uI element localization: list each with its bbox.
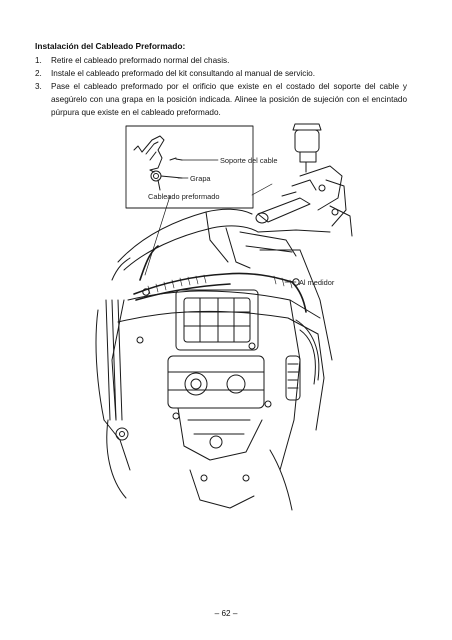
cable-support-detail: [133, 135, 183, 191]
front-wheel: [106, 419, 129, 499]
wiring-harness: [133, 245, 307, 313]
step-text: Retire el cableado preformado normal del…: [51, 56, 230, 65]
clamp-marker: [292, 278, 300, 286]
tank-fairing: [111, 208, 331, 281]
step-1: 1. Retire el cableado preformado normal …: [35, 54, 407, 67]
radiator: [95, 299, 131, 471]
callout-to-meter: Al medidor: [299, 278, 335, 287]
rear-suspension: [269, 319, 320, 511]
step-text: Instale el cableado preformado del kit c…: [51, 69, 315, 78]
step-number: 1.: [35, 56, 42, 65]
step-number: 3.: [35, 82, 42, 91]
detail-inset-frame: [125, 125, 254, 209]
step-number: 2.: [35, 69, 42, 78]
callout-clamp: Grapa: [190, 174, 211, 183]
clamp-marker: [142, 288, 150, 296]
step-text: Pase el cableado preformado por el orifi…: [51, 82, 407, 118]
callout-cable-support: Soporte del cable: [220, 156, 278, 165]
callout-harness: Cableado preformado: [148, 192, 220, 201]
frame: [111, 249, 333, 471]
step-3: 3. Pase el cableado preformado por el or…: [35, 80, 407, 120]
step-2: 2. Instale el cableado preformado del ki…: [35, 67, 407, 80]
handlebar: [255, 165, 353, 237]
page-number: – 62 –: [214, 609, 238, 618]
bolts: [136, 336, 272, 509]
engine: [167, 289, 265, 461]
reservoir: [292, 123, 322, 173]
section-title: Instalación del Cableado Preformado:: [35, 41, 186, 51]
